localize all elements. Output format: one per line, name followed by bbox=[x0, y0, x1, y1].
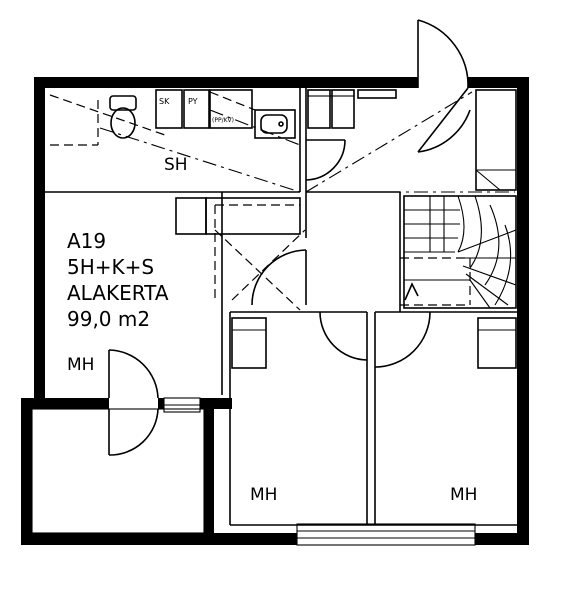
room-label-bedroom-left: MH bbox=[67, 355, 94, 375]
wall-terrace-left bbox=[21, 398, 32, 545]
wardrobes bbox=[175, 89, 517, 369]
entrance-door bbox=[417, 19, 471, 153]
apartment-id: A19 bbox=[67, 229, 106, 253]
terrace-area bbox=[31, 408, 205, 534]
shelf bbox=[357, 89, 397, 99]
wardrobe-d bbox=[477, 317, 517, 369]
hall-door bbox=[251, 249, 307, 306]
floor-name: ALAKERTA bbox=[67, 281, 169, 305]
bedroom-door-left bbox=[319, 311, 368, 361]
sauna-door bbox=[305, 139, 346, 181]
room-label-bedroom-bottom-left: MH bbox=[250, 485, 277, 505]
wall-top-right bbox=[468, 77, 529, 88]
wardrobe-b bbox=[205, 197, 301, 235]
kv-label: (PP/KV) bbox=[212, 117, 234, 124]
sk-cabinet bbox=[155, 89, 183, 129]
sk-label: SK bbox=[159, 97, 170, 106]
labels: SK PY (PP/KV) SH A19 5H+K+S ALAKERTA 99,… bbox=[67, 97, 477, 505]
wall-right bbox=[517, 77, 529, 545]
apartment-type: 5H+K+S bbox=[67, 255, 154, 279]
wall-left-upper bbox=[34, 77, 45, 403]
py-cabinet bbox=[183, 89, 210, 129]
room-label-bedroom-bottom-right: MH bbox=[450, 485, 477, 505]
wall-top-left bbox=[34, 77, 418, 88]
bathroom-fixtures bbox=[109, 89, 397, 139]
windows bbox=[163, 397, 476, 546]
wardrobe-c bbox=[231, 317, 267, 369]
staircase-icon bbox=[403, 195, 517, 309]
floor-area: 99,0 m2 bbox=[67, 307, 150, 331]
bedroom-door-right bbox=[374, 311, 431, 368]
room-label-sauna: SH bbox=[164, 155, 188, 175]
wardrobe-a bbox=[175, 197, 207, 235]
interior-walls bbox=[45, 88, 517, 526]
toilet-icon bbox=[109, 95, 137, 139]
terrace-door bbox=[108, 349, 159, 456]
storage-right bbox=[475, 89, 517, 191]
doors bbox=[108, 19, 471, 456]
wall-terrace-top-a bbox=[21, 398, 109, 409]
py-label: PY bbox=[188, 97, 198, 106]
washer-space bbox=[209, 89, 253, 129]
sink-icon bbox=[254, 109, 296, 139]
wall-terrace-right bbox=[204, 398, 214, 545]
